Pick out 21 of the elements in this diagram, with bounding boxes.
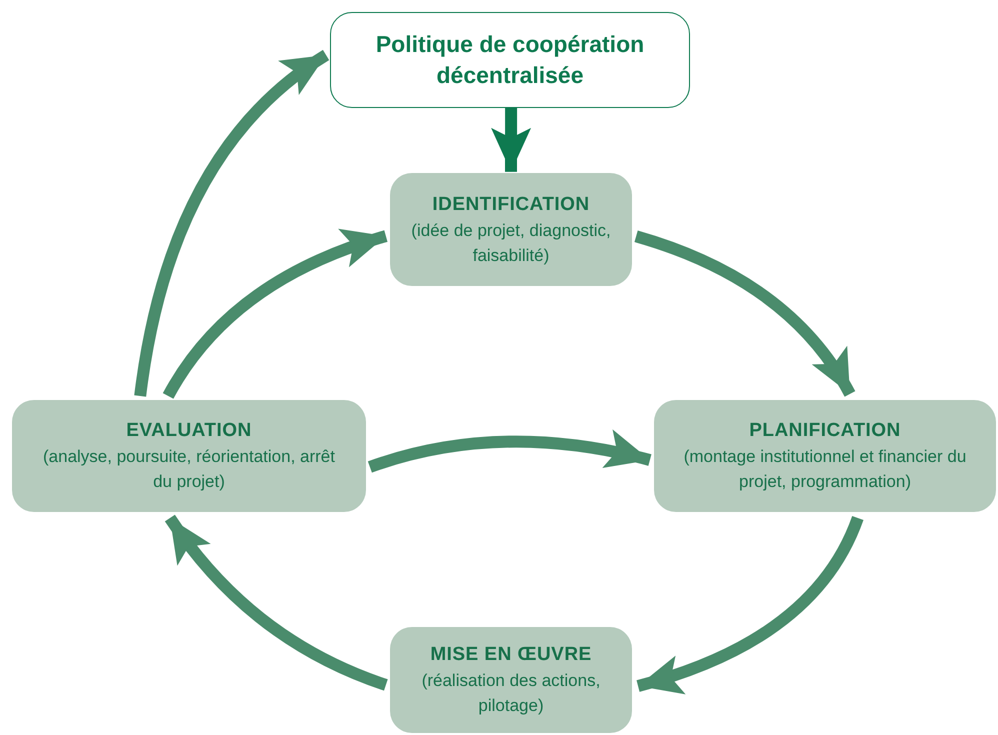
step-box (654, 400, 996, 512)
arrow (162, 230, 388, 399)
step-title: MISE EN ŒUVRE (430, 643, 592, 667)
step-description: (réalisation des actions, pilotage) (420, 670, 602, 717)
step-title: Politique de coopération décentralisée (374, 30, 646, 90)
step-description: (analyse, poursuite, réorientation, arrêt du projet) (42, 446, 336, 493)
arrow (368, 430, 652, 473)
arrow (134, 50, 330, 397)
step-title: PLANIFICATION (749, 419, 901, 443)
step-box (390, 173, 632, 286)
step-description: (montage institutionnel et financier du projet, programmation) (682, 446, 968, 493)
arrow (164, 514, 388, 691)
policy-box (330, 12, 690, 108)
step-box (390, 627, 632, 733)
arrow (634, 230, 856, 397)
step-title: EVALUATION (126, 419, 252, 443)
step-title: IDENTIFICATION (432, 192, 590, 216)
arrow (491, 108, 532, 172)
step-description: (idée de projet, diagnostic, faisabilité) (410, 220, 612, 266)
step-box (12, 400, 366, 512)
arrow (636, 516, 864, 694)
